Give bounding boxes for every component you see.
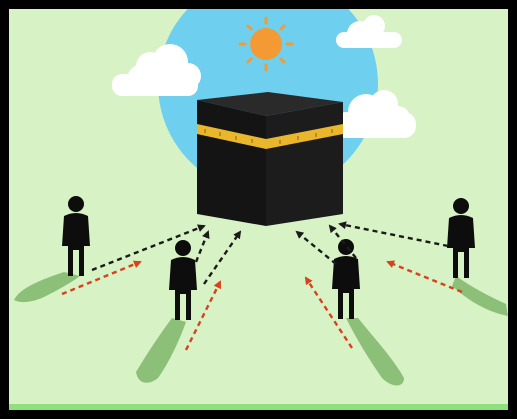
kaaba bbox=[197, 92, 343, 226]
